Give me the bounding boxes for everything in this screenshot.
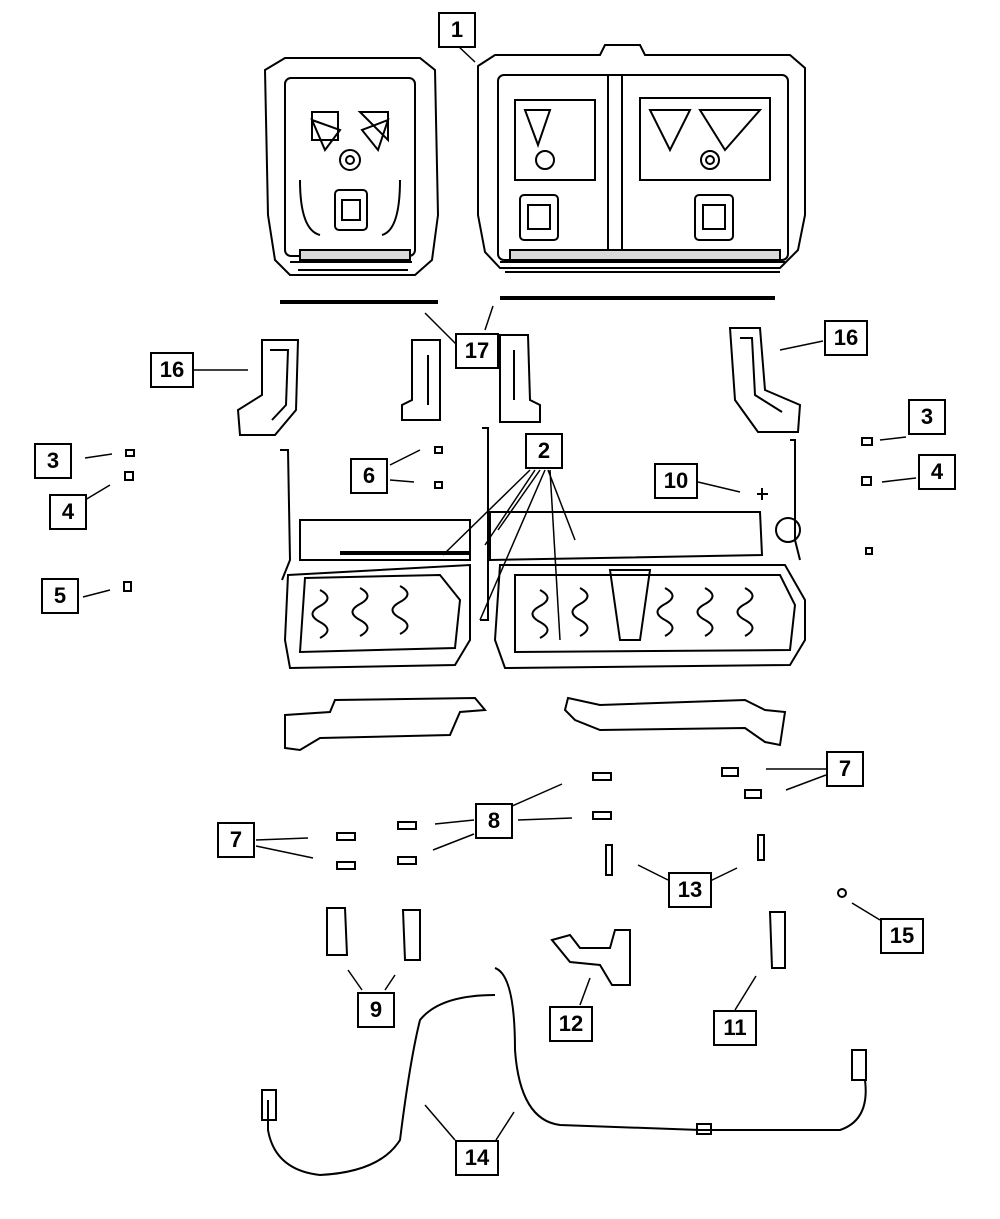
callout-7-right: 7 [826, 751, 864, 787]
callout-7-left: 7 [217, 822, 255, 858]
callout-10: 10 [654, 463, 698, 499]
callout-6: 6 [350, 458, 388, 494]
pivot-bracket-left [236, 339, 300, 436]
bracket-item-11 [768, 911, 786, 969]
hinge-bracket-left [401, 339, 441, 421]
bolts [336, 767, 762, 870]
callout-16-left: 16 [150, 352, 194, 388]
seat-back-trim-bars [280, 296, 775, 304]
callout-11: 11 [713, 1010, 757, 1046]
callout-4-right: 4 [918, 454, 956, 490]
lower-rail-left [284, 696, 488, 752]
callout-2: 2 [525, 433, 563, 469]
bracket-item-12 [550, 929, 631, 986]
release-cables [261, 967, 867, 1177]
callout-16-right: 16 [824, 320, 868, 356]
seat-back-right [477, 44, 806, 273]
seat-cushion-frame-left [280, 449, 471, 670]
pivot-bracket-right [728, 327, 802, 433]
lower-rail-right [563, 696, 787, 747]
callout-12: 12 [549, 1006, 593, 1042]
hinge-bracket-right [499, 334, 541, 423]
straps [326, 907, 421, 961]
callout-5: 5 [41, 578, 79, 614]
callout-9: 9 [357, 992, 395, 1028]
callout-13: 13 [668, 872, 712, 908]
callout-3-left: 3 [34, 443, 72, 479]
callout-4-left: 4 [49, 494, 87, 530]
callout-14: 14 [455, 1140, 499, 1176]
callout-1: 1 [438, 12, 476, 48]
seat-cushion-frame-right [480, 427, 806, 670]
seat-back-left [263, 57, 440, 276]
springs [605, 834, 765, 876]
fasteners-left [123, 437, 873, 592]
callout-17: 17 [455, 333, 499, 369]
callout-8: 8 [475, 803, 513, 839]
callout-15: 15 [880, 918, 924, 954]
callout-3-right: 3 [908, 399, 946, 435]
leader-lines [82, 44, 917, 1141]
